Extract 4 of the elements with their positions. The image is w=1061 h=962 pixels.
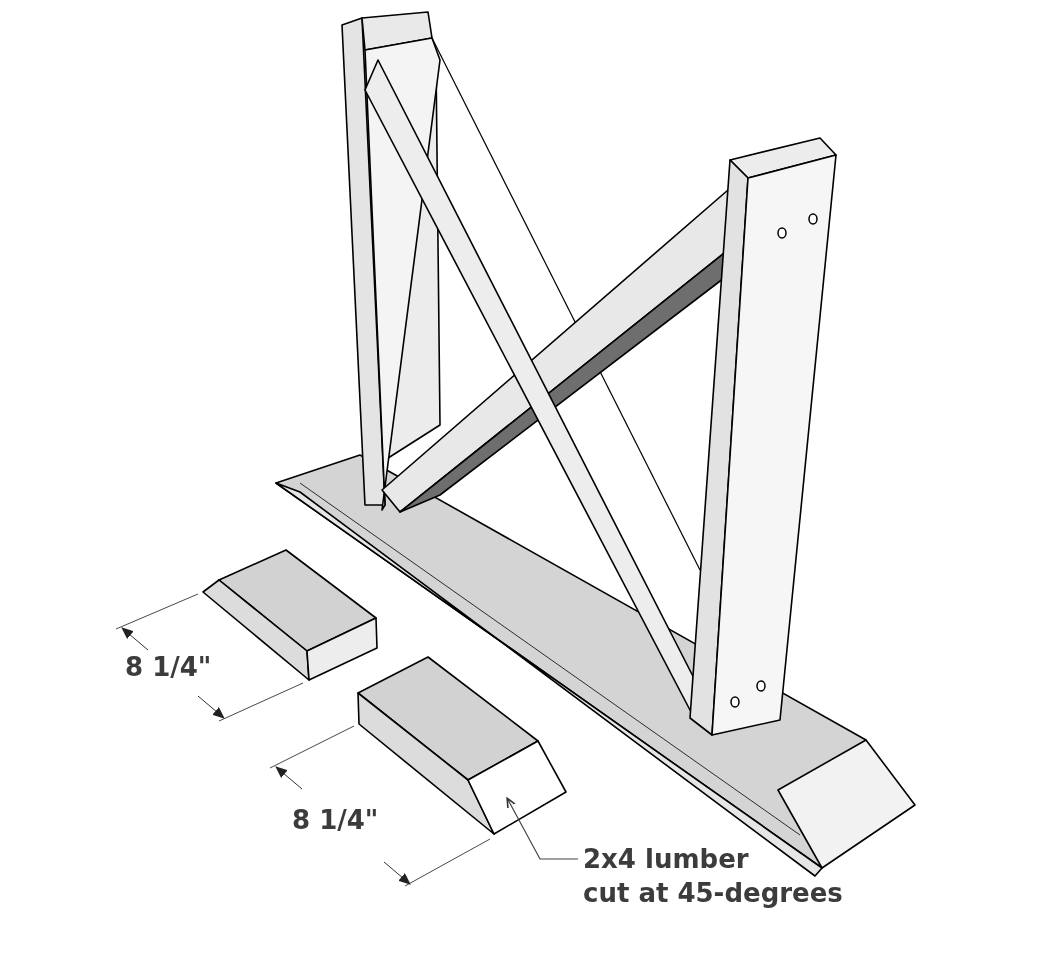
- callout-text: 2x4 lumber cut at 45-degrees: [583, 842, 843, 910]
- dimension-label: 8 1/4": [125, 651, 212, 684]
- dimension-label: 8 1/4": [292, 804, 379, 837]
- leader-line: [506, 797, 579, 860]
